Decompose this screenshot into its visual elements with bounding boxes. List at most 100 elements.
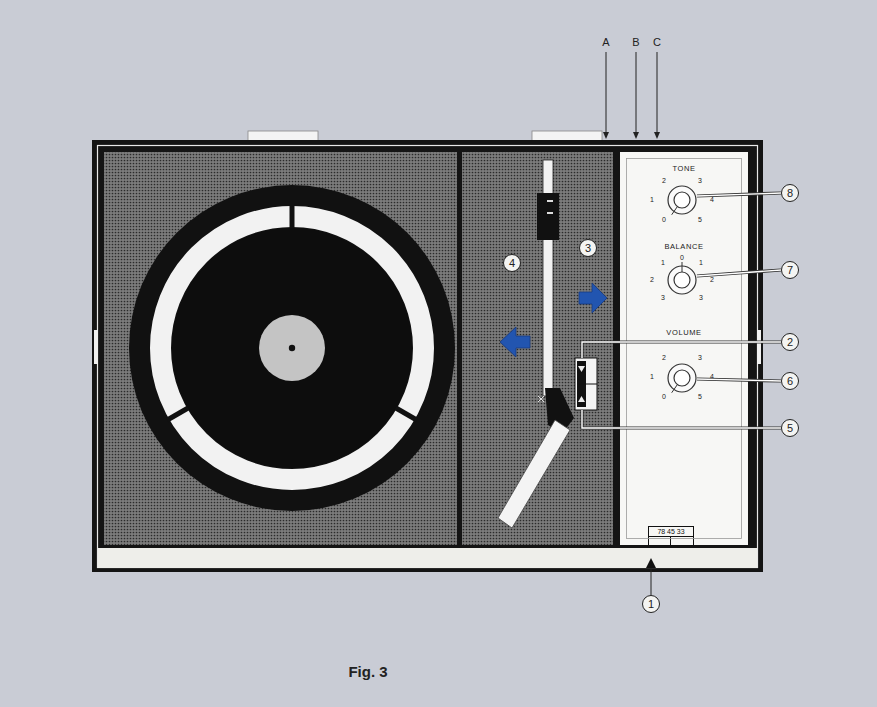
dial-scale: 3	[686, 294, 716, 302]
reference-arrowhead	[654, 132, 660, 139]
knob-outer	[668, 266, 696, 294]
dial-scale: 2	[649, 354, 679, 362]
spindle	[289, 345, 295, 351]
counterweight-mark	[547, 200, 553, 202]
arrow-left	[500, 327, 530, 357]
dial-scale: 5	[685, 393, 715, 401]
control-label: VOLUME	[620, 328, 748, 337]
ring-gap	[167, 408, 189, 421]
dial-scale: 1	[686, 259, 716, 267]
callout-text: 3	[585, 243, 591, 254]
leader-line	[697, 379, 781, 381]
leader-line	[697, 270, 781, 276]
speed-selector: 78 45 33	[648, 526, 694, 546]
leader-line	[582, 410, 781, 428]
switch-body	[575, 358, 597, 410]
tone-knob	[668, 186, 696, 215]
platter-ring	[161, 217, 424, 480]
reference-arrow	[606, 52, 607, 134]
callout-number: 8	[781, 184, 799, 202]
callout-number: 2	[781, 333, 799, 351]
ring-gap	[290, 204, 295, 229]
control-label: BALANCE	[620, 242, 748, 251]
switch-arrow	[578, 396, 585, 402]
dial-scale: 2	[697, 276, 727, 284]
control-label: TONE	[620, 164, 748, 173]
leader-line-outline	[697, 193, 781, 196]
leader-line-outline	[582, 342, 781, 358]
dial-scale: 1	[637, 373, 667, 381]
callout-text: 6	[787, 376, 793, 387]
leader-line	[651, 568, 652, 595]
knob-pointer	[672, 385, 678, 393]
leader-line	[697, 193, 781, 196]
callout-number: 7	[781, 261, 799, 279]
dial-scale: 3	[685, 177, 715, 185]
deck-left	[104, 152, 457, 545]
reference-letter: C	[642, 36, 672, 49]
leader-line	[582, 342, 781, 358]
reference-arrow	[657, 52, 658, 134]
callout-number: 5	[781, 419, 799, 437]
cartridge-shell	[498, 420, 570, 528]
reference-arrowhead	[633, 132, 639, 139]
panel-border	[627, 159, 742, 539]
side-mark	[94, 330, 98, 364]
knob-outer	[668, 186, 696, 214]
platter	[129, 185, 455, 511]
reference-arrowhead	[603, 132, 609, 139]
callout-text: 2	[787, 337, 793, 348]
knob-pointer	[682, 262, 683, 272]
volume-knob	[668, 364, 696, 393]
callout-number: 3	[579, 239, 597, 257]
dial-scale: 1	[648, 259, 678, 267]
dial-scale: 2	[637, 276, 667, 284]
dial-scale: 3	[648, 294, 678, 302]
callout-number: 6	[781, 372, 799, 390]
reference-letter: A	[591, 36, 621, 49]
speed-markings: 78 45 33	[649, 527, 693, 537]
cabinet-frame	[92, 140, 763, 572]
record	[172, 228, 412, 468]
knob-inner	[674, 370, 690, 386]
leader-line-outline	[697, 379, 781, 381]
dial-scale: 2	[649, 177, 679, 185]
leader-line-outline	[582, 410, 781, 428]
callout-text: 8	[787, 188, 793, 199]
leader-line-outline	[697, 270, 781, 276]
callout-number: 1	[642, 595, 660, 613]
arrow-right	[579, 283, 607, 313]
dial-scale: 0	[667, 254, 697, 262]
callout-text: 5	[787, 423, 793, 434]
bottom-strip	[98, 548, 757, 568]
dial-scale: 4	[697, 196, 727, 204]
callout-number: 4	[503, 254, 521, 272]
knob-inner	[674, 272, 690, 288]
ring-gap	[395, 408, 417, 421]
switch-arrow	[578, 366, 585, 372]
dial-scale: 0	[649, 216, 679, 224]
control-panel: TONE BALANCE VOLUME	[620, 152, 748, 545]
knob-inner	[674, 192, 690, 208]
knob-pointer	[672, 207, 678, 215]
counterweight	[537, 193, 559, 240]
selector-slot	[670, 537, 671, 545]
figure-caption: Fig. 3	[268, 663, 468, 681]
balance-knob	[668, 262, 696, 294]
callout-text: 4	[509, 258, 515, 269]
speed-pointer	[646, 558, 656, 568]
reference-letter: B	[621, 36, 651, 49]
dial-scale: 3	[685, 354, 715, 362]
switch-divider	[577, 384, 597, 385]
callout-text: 7	[787, 265, 793, 276]
callout-text: 1	[648, 599, 654, 610]
dial-scale: 5	[685, 216, 715, 224]
counterweight-mark	[547, 212, 553, 214]
knob-outer	[668, 364, 696, 392]
cabinet-inner-line	[98, 146, 758, 568]
deck-middle	[462, 152, 613, 545]
